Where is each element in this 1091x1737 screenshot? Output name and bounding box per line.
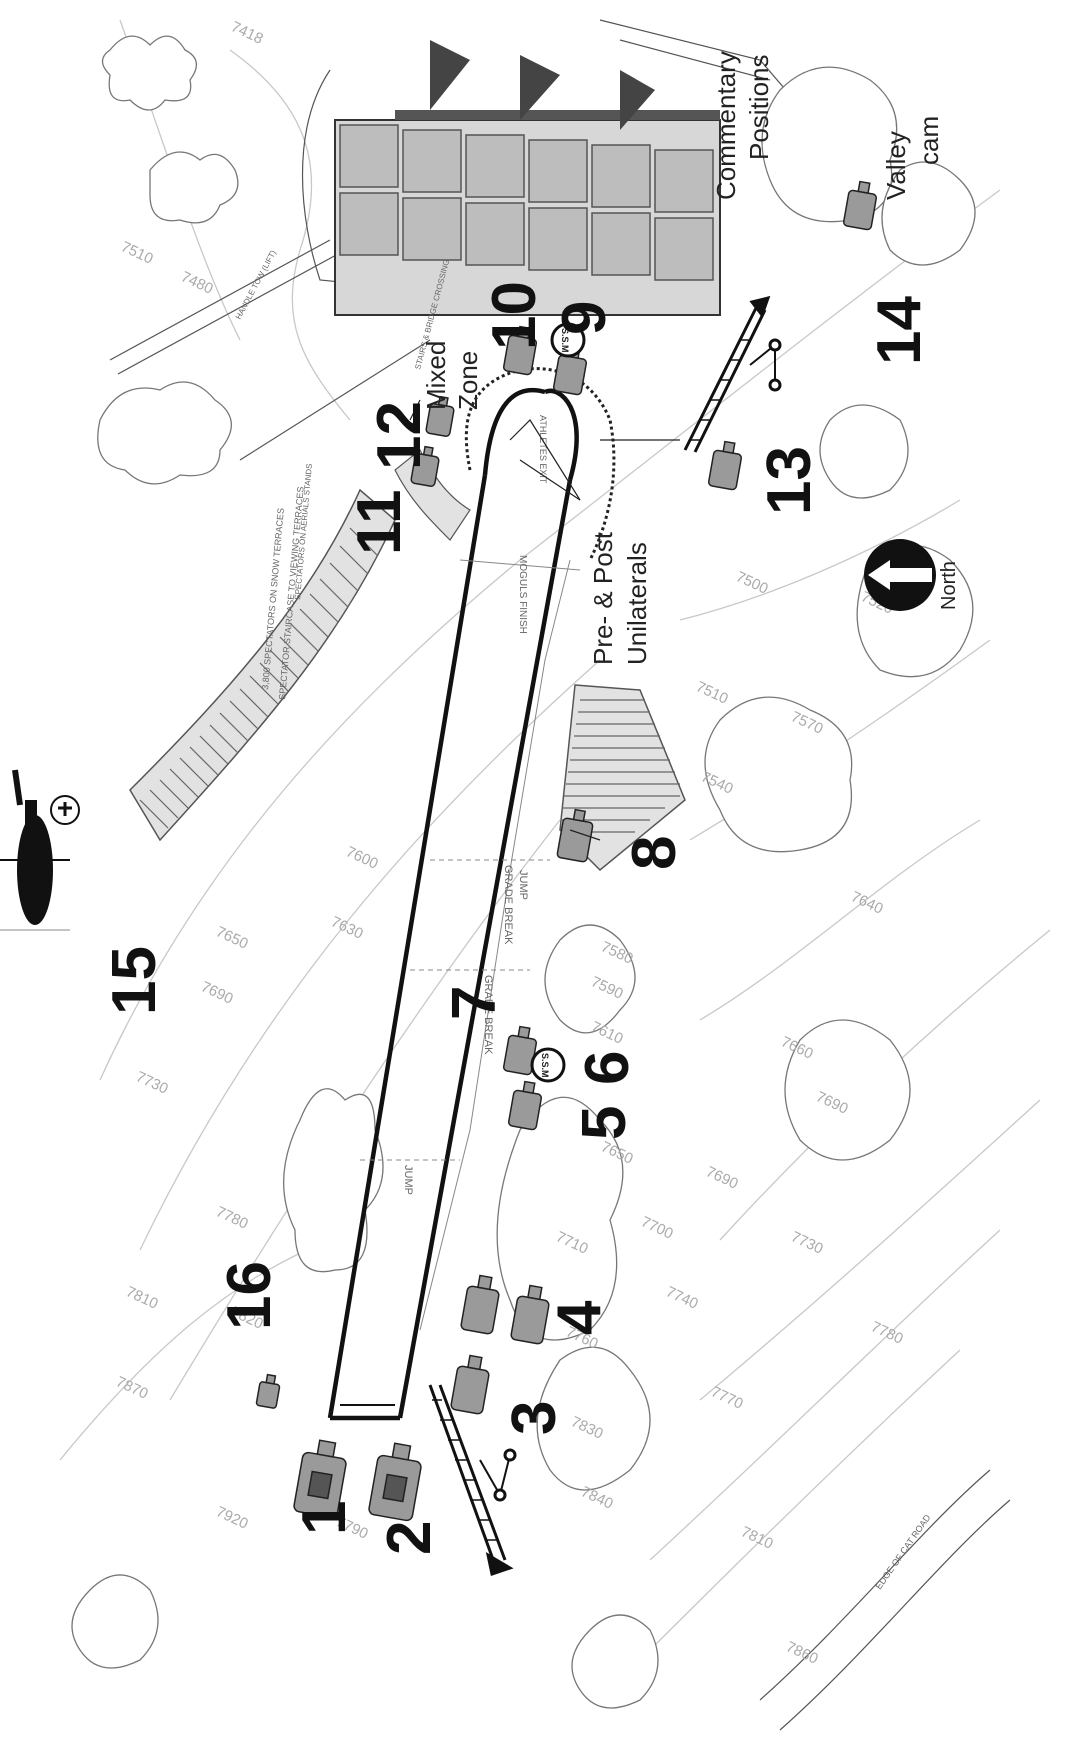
position-number-9: 9 bbox=[550, 301, 619, 335]
position-number-2: 2 bbox=[375, 1521, 444, 1555]
position-numbers: 1 2 3 4 5 6 7 8 9 10 11 12 13 14 15 16 bbox=[100, 281, 934, 1555]
north-label: North bbox=[938, 561, 960, 610]
ssm-marker: S.S.M bbox=[550, 322, 586, 358]
valley-cam-label-line1: Valley bbox=[881, 131, 911, 200]
crane-icon bbox=[683, 295, 782, 453]
tree-clusters bbox=[71, 35, 976, 1709]
camera-icon bbox=[510, 1284, 550, 1345]
ssm-label: S.S.M bbox=[540, 1053, 550, 1078]
contour-label: 7810 bbox=[123, 1283, 160, 1313]
camera-icon bbox=[293, 1439, 347, 1519]
camera-icon bbox=[842, 180, 878, 231]
mixed-zone-label-line1: Mixed bbox=[421, 341, 451, 410]
camera-icon bbox=[507, 1080, 543, 1131]
camera-icon bbox=[450, 1354, 490, 1415]
crane-icon bbox=[428, 1384, 517, 1576]
position-number-13: 13 bbox=[755, 446, 824, 515]
jump-label-lower: JUMP bbox=[402, 1165, 414, 1195]
contour-label: 7860 bbox=[783, 1638, 820, 1668]
ssm-marker: S.S.M bbox=[530, 1047, 566, 1083]
contour-label: 7700 bbox=[638, 1213, 675, 1243]
camera-markers bbox=[255, 180, 878, 1522]
handle-tow-label: HANDLE TOW (LIFT) bbox=[234, 248, 278, 321]
camera-icon bbox=[425, 395, 455, 437]
position-number-8: 8 bbox=[620, 836, 689, 870]
position-number-12: 12 bbox=[365, 401, 434, 470]
position-number-7: 7 bbox=[440, 986, 509, 1020]
camera-icon bbox=[556, 808, 594, 863]
position-number-4: 4 bbox=[545, 1300, 614, 1335]
mixed-zone-label-line2: Zone bbox=[453, 351, 483, 410]
position-number-10: 10 bbox=[480, 281, 549, 350]
contour-label: 7650 bbox=[213, 923, 250, 953]
grade-break-label-upper: GRADE BREAK bbox=[502, 865, 514, 945]
finish-grandstand bbox=[334, 40, 721, 316]
camera-icon bbox=[410, 445, 440, 487]
position-number-14: 14 bbox=[865, 296, 934, 365]
contour-label: 7690 bbox=[703, 1163, 740, 1193]
zone-labels: Mixed Zone Pre- & Post Unilaterals Comme… bbox=[421, 51, 944, 665]
contour-label: 7690 bbox=[198, 978, 235, 1008]
athletes-exit-label: ATHLETES EXIT bbox=[538, 415, 548, 484]
pre-post-label-line2: Unilaterals bbox=[622, 542, 652, 665]
grade-break-label-lower: GRADE BREAK bbox=[482, 975, 494, 1055]
ssm-markers: S.S.M S.S.M bbox=[530, 322, 586, 1083]
contour-label: 7510 bbox=[693, 678, 730, 708]
pre-post-label-line1: Pre- & Post bbox=[588, 531, 618, 665]
helicopter-icon bbox=[0, 769, 80, 931]
roads bbox=[109, 19, 1011, 1731]
contour-label: 7610 bbox=[588, 1018, 625, 1048]
contour-label: 7640 bbox=[848, 888, 885, 918]
position-number-1: 1 bbox=[290, 1501, 359, 1535]
position-number-6: 6 bbox=[573, 1051, 642, 1085]
camera-icon bbox=[707, 440, 743, 491]
camera-icon bbox=[255, 1373, 281, 1409]
camera-cranes bbox=[428, 295, 782, 1576]
leader-lines bbox=[409, 399, 680, 841]
commentary-label-line2: Positions bbox=[744, 55, 774, 161]
position-number-5: 5 bbox=[570, 1106, 639, 1140]
contour-label: 7600 bbox=[343, 843, 380, 873]
camera-icon bbox=[502, 325, 538, 376]
contour-label: 7730 bbox=[788, 1228, 825, 1258]
contour-label: 7510 bbox=[118, 238, 155, 268]
moguls-course bbox=[327, 367, 616, 1421]
position-number-11: 11 bbox=[345, 489, 414, 555]
contour-label: 7418 bbox=[228, 18, 265, 48]
contour-label: 7730 bbox=[133, 1068, 170, 1098]
valley-cam-label-line2: cam bbox=[914, 116, 944, 165]
contour-label: 7780 bbox=[213, 1203, 250, 1233]
camera-icon bbox=[368, 1442, 422, 1522]
jump-label-upper: JUMP bbox=[517, 870, 529, 900]
contour-label: 7870 bbox=[113, 1373, 150, 1403]
north-arrow: North bbox=[864, 539, 960, 611]
position-number-3: 3 bbox=[500, 1401, 569, 1435]
contour-label: 7500 bbox=[733, 568, 770, 598]
contour-label: 7840 bbox=[578, 1483, 615, 1513]
camera-icon bbox=[460, 1274, 500, 1335]
commentary-label-line1: Commentary bbox=[711, 51, 741, 200]
position-number-16: 16 bbox=[215, 1261, 284, 1330]
ssm-label: S.S.M bbox=[560, 328, 570, 353]
edge-cat-road-label: EDGE OF CAT ROAD bbox=[873, 1512, 932, 1591]
contour-label: 7770 bbox=[708, 1383, 745, 1413]
position-number-15: 15 bbox=[100, 946, 169, 1015]
moguls-finish-label: MOGULS FINISH bbox=[517, 555, 528, 634]
contour-label: 7810 bbox=[738, 1523, 775, 1553]
contour-label: 7740 bbox=[663, 1283, 700, 1313]
contour-label: 7920 bbox=[213, 1503, 250, 1533]
